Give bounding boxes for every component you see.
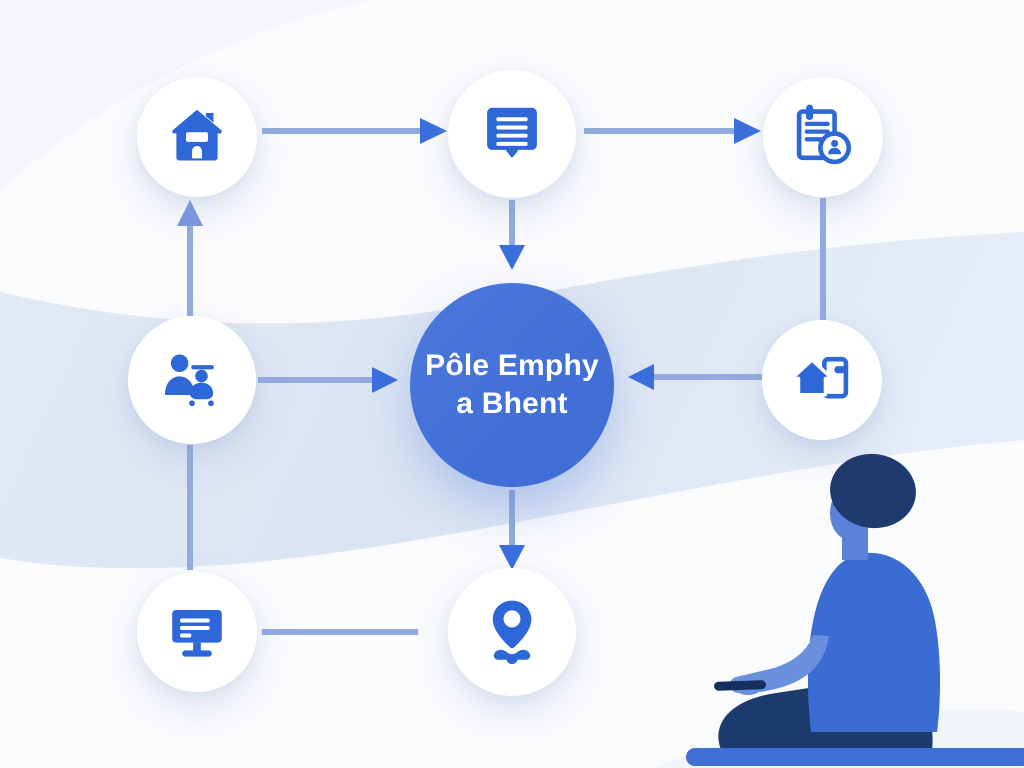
- node-location: [448, 568, 576, 696]
- node-housing: [762, 320, 882, 440]
- arrowhead-icon: [372, 367, 398, 393]
- chat-message-icon: [487, 107, 537, 158]
- person-torso: [807, 552, 941, 732]
- arrowhead-icon: [499, 245, 525, 270]
- clipboard-person-icon: [796, 104, 852, 165]
- node-message: [448, 70, 576, 198]
- arrowhead-icon: [499, 545, 525, 570]
- node-counselor: [128, 316, 256, 444]
- center-node: Pôle Emphy a Bhent: [410, 283, 614, 487]
- arrowhead-icon: [177, 200, 203, 226]
- bench: [686, 748, 1024, 766]
- house-icon: [172, 109, 222, 161]
- arrowhead-icon: [628, 364, 654, 390]
- node-training: [137, 572, 257, 692]
- house-document-icon: [790, 356, 849, 399]
- arrowhead-icon: [420, 118, 447, 144]
- people-icon: [165, 354, 214, 407]
- arrowhead-icon: [734, 118, 761, 144]
- person-hair-fringe: [833, 464, 872, 508]
- node-registration: [763, 77, 883, 197]
- center-node-label-line1: Pôle Emphy: [425, 348, 599, 382]
- location-pin-icon: [492, 600, 532, 665]
- phone-in-hand: [714, 680, 767, 691]
- center-node-label-line2: a Bhent: [456, 387, 568, 420]
- presentation-screen-icon: [172, 610, 222, 657]
- node-home: [137, 77, 257, 197]
